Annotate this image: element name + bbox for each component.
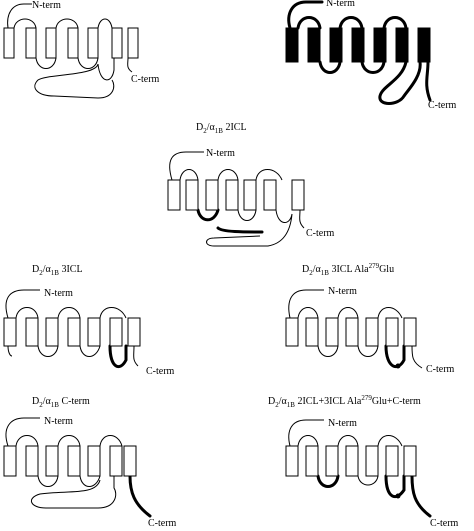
panel-chimera-3icl-ala279glu: D2/α1B 3ICL Ala279Glu N-term C-term (285, 262, 455, 375)
transmembrane-helices (3, 317, 141, 347)
transmembrane-helices (285, 27, 431, 63)
c-term-label: C-term (131, 74, 160, 85)
extracellular-loops (297, 435, 403, 447)
intracellular-loops-1-2 (317, 345, 379, 357)
intracellular-loops (318, 60, 422, 105)
n-term-label: N-term (326, 0, 355, 9)
transmembrane-helices (3, 27, 139, 59)
n-term-tail (169, 151, 204, 181)
panel-chimera-cterm: D2/α1B C-term N-term C-term (3, 396, 177, 529)
n-term-tail (288, 419, 324, 447)
panel-chimera-2icl: D2/α1B 2ICL N-term C-term (167, 122, 335, 247)
n-term-tail (5, 417, 40, 447)
swapped-c-term-tail (410, 474, 432, 518)
c-term-label: C-term (306, 228, 335, 239)
panel-wt-d2: N-term C-term (3, 0, 160, 99)
panel-chimera-3icl: D2/α1B 3ICL N-term C-term (3, 264, 175, 377)
n-term-tail (7, 3, 32, 29)
swapped-3icl-loop (384, 474, 406, 499)
n-term-label: N-term (328, 418, 357, 429)
c-term-tail (425, 60, 432, 102)
c-term-label: C-term (430, 518, 459, 529)
c-term-label: C-term (146, 366, 175, 377)
panel-wt-alpha1b: N-term C-term (285, 0, 457, 111)
c-term-tail (411, 345, 423, 369)
panel-title: D2/α1B 2ICL+3ICL Ala279Glu+C-term (268, 394, 421, 409)
c-term-label: C-term (426, 364, 455, 375)
swapped-3icl-loop (108, 344, 128, 369)
panel-title: D2/α1B C-term (32, 396, 90, 409)
swapped-3icl-loop (384, 344, 406, 369)
c-term-label: C-term (148, 518, 177, 529)
c-term-tail (299, 209, 305, 229)
n-term-label: N-term (32, 0, 61, 11)
n-term-tail (5, 289, 40, 319)
bottom-tail (7, 345, 13, 357)
swapped-2icl-loop (196, 208, 264, 234)
swapped-2icl-loop (316, 474, 340, 488)
n-term-tail (288, 289, 324, 319)
swapped-c-term-tail (128, 474, 152, 518)
c-term-tail (133, 345, 139, 367)
extracellular-loops (13, 18, 113, 29)
extracellular-loops (15, 435, 123, 447)
intracellular-loops (206, 209, 293, 247)
n-term-label: N-term (206, 148, 235, 159)
ala279glu-mutation-dot (395, 493, 401, 499)
transmembrane-helices (167, 179, 305, 211)
intracellular-loop-1 (357, 475, 379, 486)
ala279glu-mutation-dot (395, 363, 401, 369)
extracellular-loops (179, 169, 283, 181)
panel-chimera-combined: D2/α1B 2ICL+3ICL Ala279Glu+C-term N-term… (268, 394, 459, 529)
c-term-tail (127, 57, 133, 73)
n-term-label: N-term (44, 288, 73, 299)
panel-title: D2/α1B 2ICL (196, 122, 247, 135)
c-term-label: C-term (428, 100, 457, 111)
panel-title: D2/α1B 3ICL (32, 264, 83, 277)
third-intracellular-loop (34, 58, 115, 99)
extracellular-loops (297, 307, 403, 319)
transmembrane-helices (3, 445, 137, 477)
extracellular-loops (15, 307, 127, 319)
panel-title: D2/α1B 3ICL Ala279Glu (302, 262, 394, 277)
n-term-tail (287, 0, 324, 30)
n-term-label: N-term (44, 416, 73, 427)
n-term-label: N-term (328, 286, 357, 297)
intracellular-loops-1-2 (37, 345, 101, 357)
transmembrane-helices (285, 445, 417, 477)
extracellular-loops (296, 16, 408, 30)
intracellular-loops (31, 475, 117, 509)
intracellular-loops-1-2 (35, 57, 99, 69)
transmembrane-helices (285, 317, 417, 347)
